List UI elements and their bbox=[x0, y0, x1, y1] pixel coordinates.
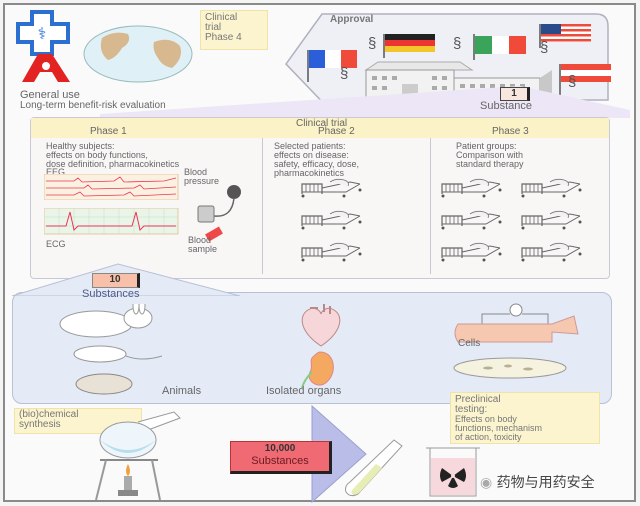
isolated-organs-label: Isolated organs bbox=[266, 385, 342, 397]
substance-label-10000: Substances bbox=[251, 455, 309, 467]
approval-title: Approval bbox=[330, 14, 374, 25]
petri-dish-icon bbox=[453, 357, 567, 379]
animals-label: Animals bbox=[162, 385, 202, 397]
law-symbol-france: § bbox=[340, 65, 349, 82]
apotheke-logo-icon bbox=[22, 54, 70, 82]
phase3-desc-line: Comparison with bbox=[456, 150, 524, 160]
phase2-desc-line: effects on disease: bbox=[274, 150, 349, 160]
bed-icon bbox=[440, 210, 503, 231]
kidney-icon bbox=[301, 351, 334, 389]
blood-pressure-cuff-icon bbox=[197, 185, 241, 242]
phase2-desc-line: pharmacokinetics bbox=[274, 168, 345, 178]
france-flag bbox=[307, 50, 357, 82]
substance-count-10000-box: 10,000 Substances bbox=[230, 441, 332, 474]
general-use-subtitle: Long-term benefit-risk evaluation bbox=[20, 100, 166, 111]
ecg-chart-icon bbox=[44, 208, 179, 235]
cells-label: Cells bbox=[458, 338, 481, 349]
preclinical-note-line: Preclinical bbox=[455, 394, 501, 405]
preclinical-note: Preclinical testing: Effects on body fun… bbox=[450, 392, 600, 444]
substance-label-10: Substances bbox=[82, 288, 140, 300]
phase1-desc: Healthy subjects: effects on body functi… bbox=[46, 142, 179, 169]
radioactive-beaker-icon bbox=[426, 447, 480, 497]
rabbit-icon bbox=[59, 304, 153, 338]
phase4-note-line: Clinical bbox=[205, 12, 238, 23]
flask-burner-icon bbox=[95, 411, 181, 501]
austria-flag bbox=[559, 64, 611, 98]
substance-count-10000: 10,000 bbox=[264, 443, 296, 454]
sample-label-line: Blood bbox=[188, 235, 212, 245]
funnel-to-approval bbox=[100, 86, 630, 118]
bed-icon bbox=[440, 178, 503, 199]
rat-icon bbox=[73, 345, 163, 363]
bed-icon bbox=[300, 210, 363, 231]
frog-icon bbox=[75, 373, 133, 395]
svg-text:⚕: ⚕ bbox=[38, 24, 47, 43]
law-symbol-usa: § bbox=[540, 39, 549, 56]
italy-flag bbox=[473, 34, 526, 60]
substance-count-10: 10 bbox=[92, 273, 140, 288]
phase4-note: Clinical trial Phase 4 bbox=[200, 10, 268, 50]
law-symbol-italy: § bbox=[453, 35, 462, 52]
phase3-label: Phase 3 bbox=[492, 126, 529, 137]
bed-icon bbox=[520, 242, 583, 263]
phase1-desc-line: Healthy subjects: bbox=[46, 141, 115, 151]
ecg-label: ECG bbox=[46, 239, 66, 249]
phase3-desc-line: Patient groups: bbox=[456, 141, 517, 151]
bed-icon bbox=[520, 178, 583, 199]
blood-pressure-label: Blood pressure bbox=[184, 168, 219, 186]
usa-flag bbox=[539, 24, 591, 48]
vessel-tissue-icon bbox=[454, 303, 579, 343]
synthesis-note-line: (bio)chemical bbox=[19, 409, 79, 420]
law-symbol-austria: § bbox=[568, 73, 577, 90]
eeg-label: EEG bbox=[46, 167, 66, 177]
bp-label-line: Blood bbox=[184, 167, 208, 177]
heart-icon bbox=[301, 304, 341, 347]
phase2-label: Phase 2 bbox=[318, 126, 355, 137]
eeg-chart-icon bbox=[44, 174, 179, 200]
bed-icon bbox=[440, 242, 503, 263]
law-symbol-germany: § bbox=[368, 35, 377, 52]
preclinical-note-line: Effects on body bbox=[455, 414, 517, 424]
germany-flag bbox=[383, 34, 435, 58]
hospital-beds bbox=[300, 178, 583, 263]
preclinical-note-line: functions, mechanism bbox=[455, 423, 543, 433]
sample-label-line: sample bbox=[188, 244, 218, 254]
bed-icon bbox=[300, 242, 363, 263]
phase2-desc-line: safety, efficacy, dose, bbox=[274, 159, 360, 169]
phase1-label: Phase 1 bbox=[90, 126, 127, 137]
phase4-note-line: trial bbox=[205, 22, 222, 33]
phase1-desc-line: dose definition, pharmacokinetics bbox=[46, 159, 180, 169]
phase3-desc-line: standard therapy bbox=[456, 159, 524, 169]
wechat-icon: ◉ bbox=[480, 475, 493, 491]
clinical-trial-header bbox=[31, 118, 609, 138]
phase4-note-line: Phase 4 bbox=[205, 32, 242, 43]
watermark-text: 药物与用药安全 bbox=[496, 475, 595, 491]
general-use-title: General use bbox=[20, 89, 80, 101]
phase2-desc: Selected patients: effects on disease: s… bbox=[274, 142, 359, 178]
phase-divider bbox=[262, 138, 263, 274]
substance-label-1: Substance bbox=[480, 100, 532, 112]
bed-icon bbox=[300, 178, 363, 199]
substance-count-1: 1 bbox=[500, 87, 530, 101]
bp-label-line: pressure bbox=[184, 176, 220, 186]
synthesis-note-line: synthesis bbox=[19, 419, 61, 430]
globe-icon bbox=[83, 25, 193, 83]
phase1-desc-line: effects on body functions, bbox=[46, 150, 148, 160]
bed-icon bbox=[520, 210, 583, 231]
phase-divider bbox=[430, 138, 431, 274]
preclinical-note-line: of action, toxicity bbox=[455, 432, 522, 442]
phase3-desc: Patient groups: Comparison with standard… bbox=[456, 142, 524, 169]
watermark: ◉ 药物与用药安全 bbox=[480, 472, 595, 492]
test-tube-icon bbox=[345, 439, 403, 497]
blood-sample-label: Blood sample bbox=[188, 236, 217, 254]
preclinical-note-line: testing: bbox=[455, 404, 488, 415]
clinical-trial-title: Clinical trial bbox=[296, 118, 348, 129]
phase2-desc-line: Selected patients: bbox=[274, 141, 346, 151]
